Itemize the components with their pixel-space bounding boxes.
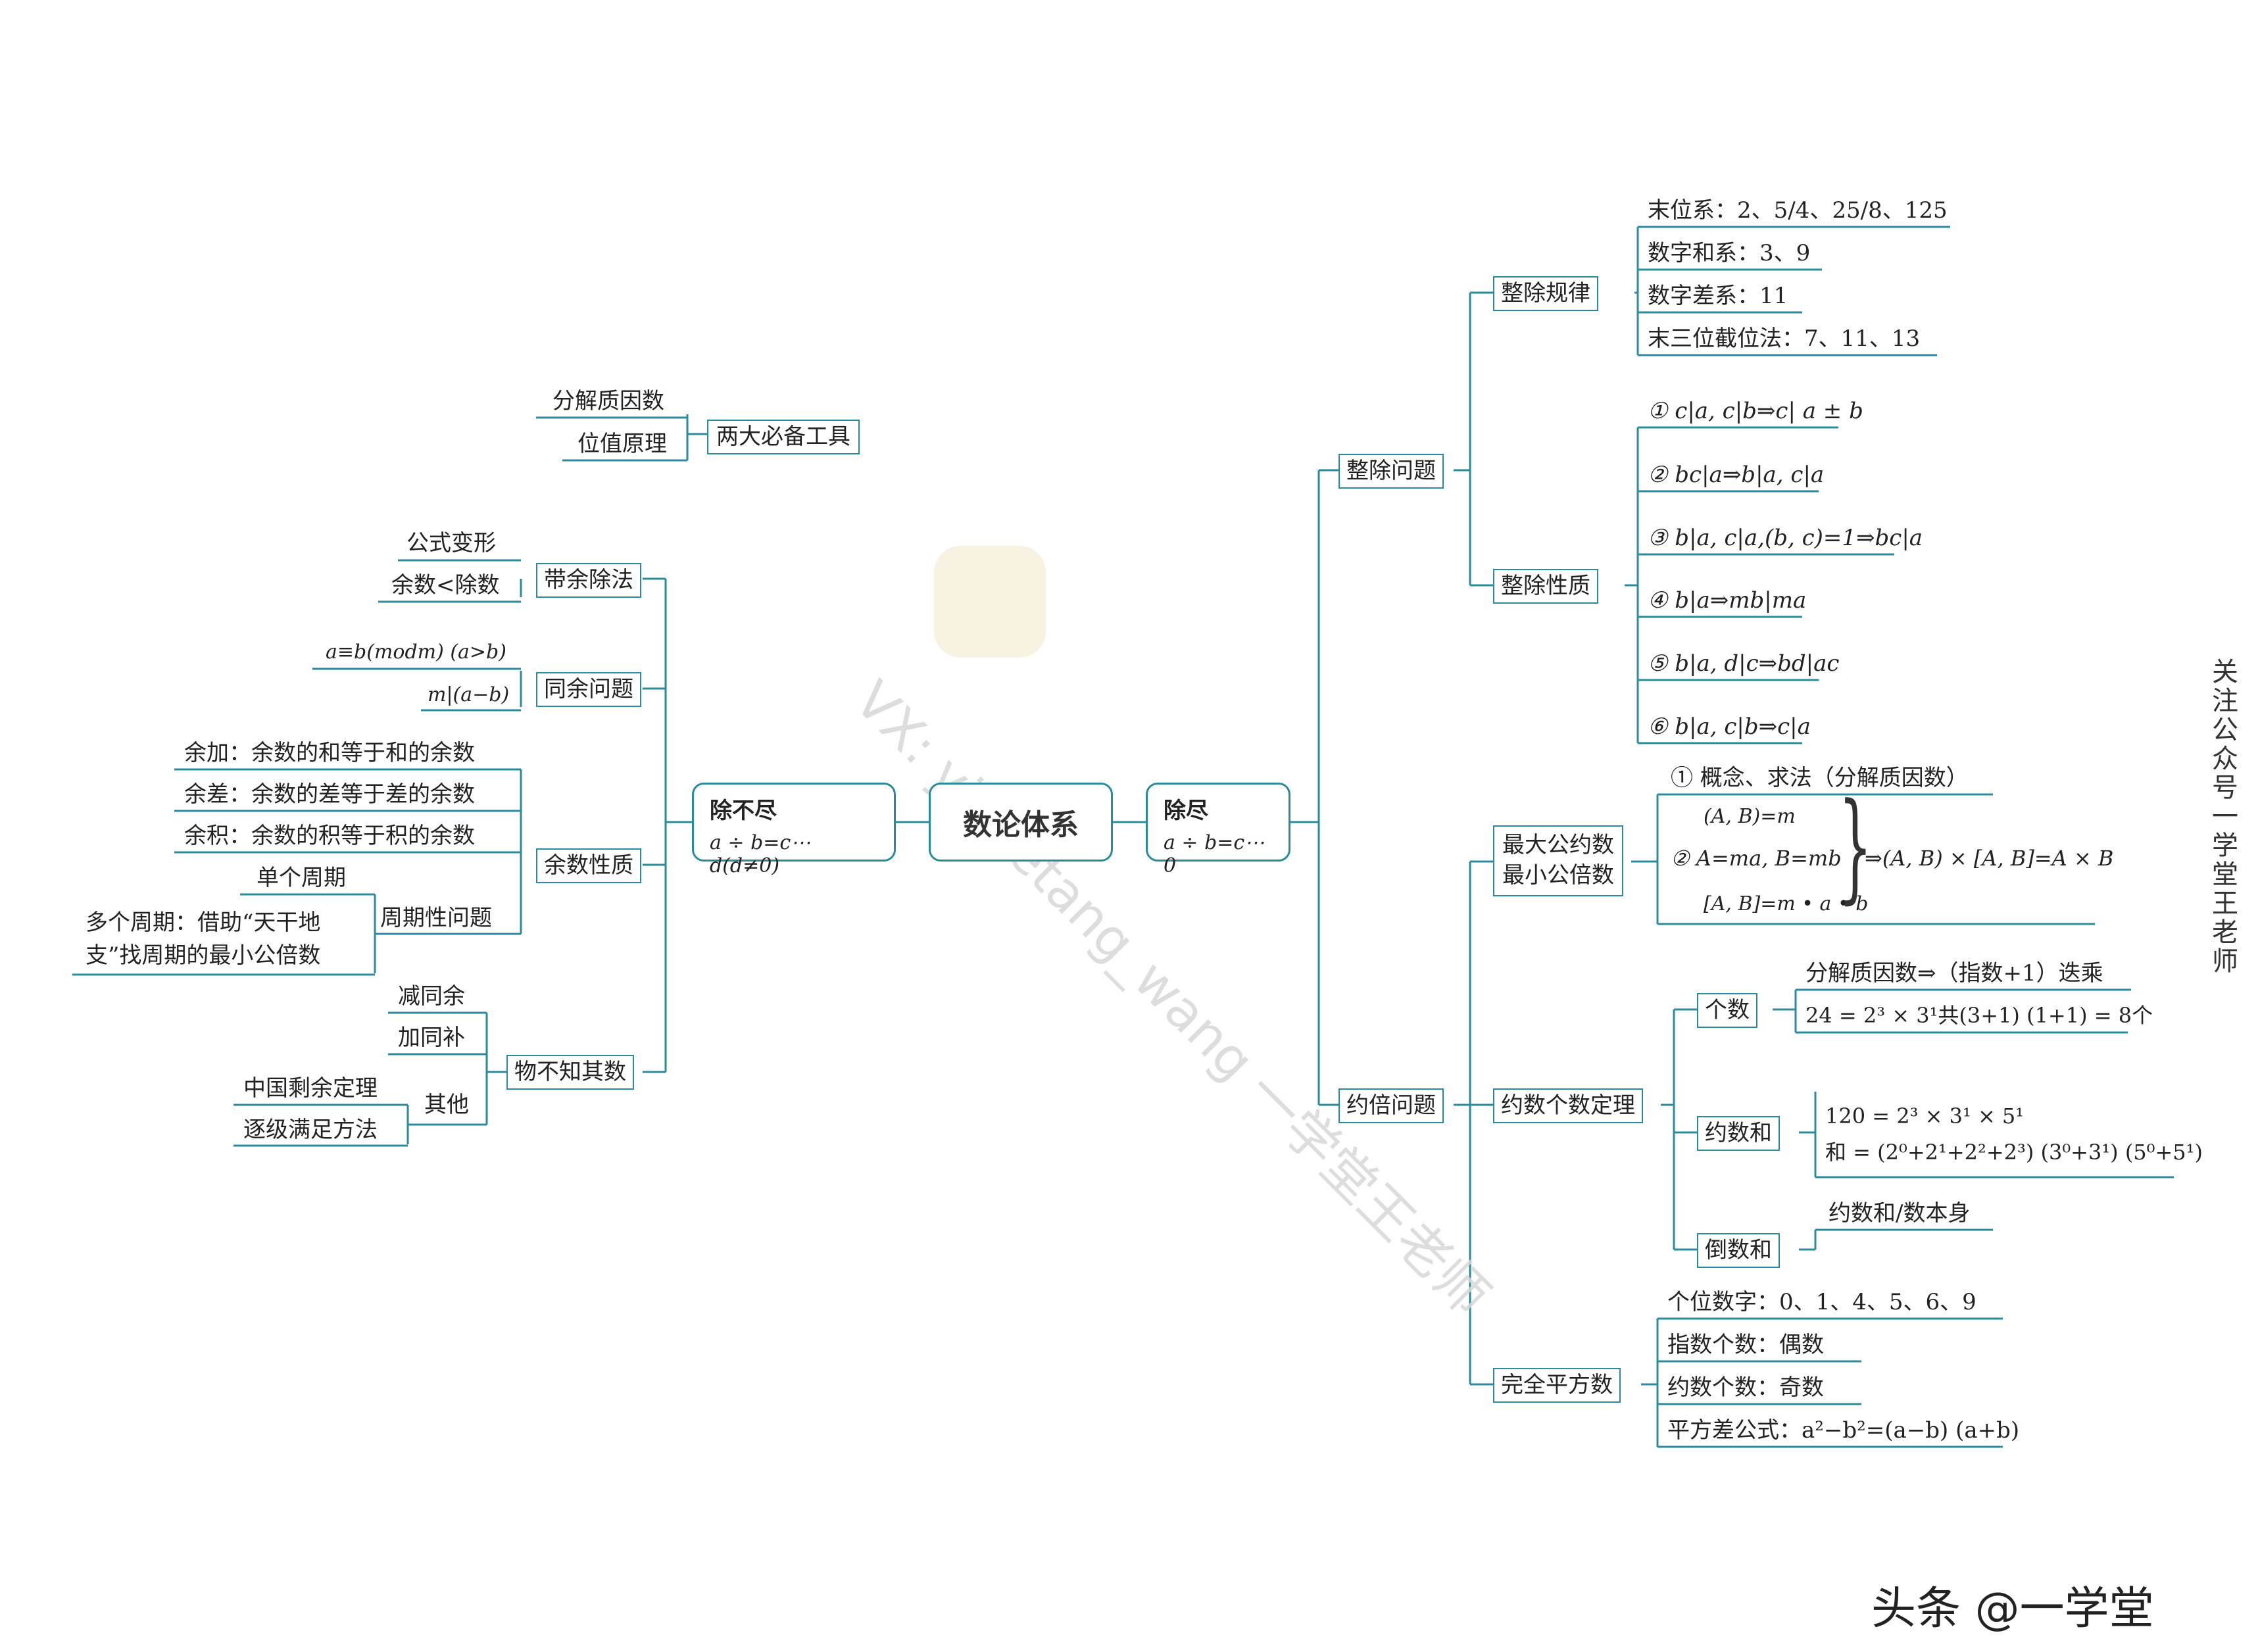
yu-shu-item-mul: 余积：余数的积等于积的余数	[184, 823, 475, 849]
node-tools[interactable]: 两大必备工具	[707, 420, 860, 455]
footer-credit: 头条 @一学堂	[1871, 1583, 2154, 1635]
node-factors-multiples[interactable]: 约倍问题	[1338, 1088, 1444, 1124]
periodic-multi-line2: 支”找周期的最小公倍数	[86, 942, 321, 969]
property-4: ④ b|a⇒mb|ma	[1648, 587, 1807, 614]
tool-item-factor: 分解质因数	[552, 388, 664, 414]
node-divisor-sum[interactable]: 约数和	[1697, 1116, 1780, 1152]
property-2: ② bc|a⇒b|a, c|a	[1648, 462, 1825, 488]
rule-digit-sum: 数字和系：3、9	[1648, 240, 1811, 266]
side-note: 关注公众号一学堂王老师	[2207, 658, 2238, 976]
node-gcd-lcm[interactable]: 最大公约数 最小公倍数	[1493, 825, 1623, 896]
square-item-4: 平方差公式：a²−b²=(a−b) (a+b)	[1667, 1417, 2020, 1444]
gcd-formula-2: ② A=ma, B=mb	[1671, 846, 1842, 871]
node-count[interactable]: 个数	[1697, 993, 1757, 1029]
node-perfect-square[interactable]: 完全平方数	[1493, 1368, 1621, 1403]
node-divisible[interactable]: 除尽 a ÷ b=c⋯0	[1146, 783, 1290, 877]
dai-yu-item-2: 余数<除数	[391, 572, 500, 598]
node-reciprocal-sum[interactable]: 倒数和	[1697, 1233, 1780, 1269]
sum-item-2: 和 = (2⁰+2¹+2²+2³) (3⁰+3¹) (5⁰+5¹)	[1825, 1140, 2203, 1165]
square-item-1: 个位数字：0、1、4、5、6、9	[1667, 1289, 1976, 1315]
node-divisibility-properties[interactable]: 整除性质	[1493, 569, 1598, 604]
gcd-lcm-result: ⇒(A, B) × [A, B]=A × B	[1865, 846, 2114, 871]
right-brace-icon: }	[1838, 778, 1873, 915]
watermark-logo-icon	[934, 546, 1046, 658]
node-divisibility[interactable]: 整除问题	[1338, 454, 1444, 489]
center-node[interactable]: 数论体系	[929, 783, 1113, 862]
reciprocal-item-1: 约数和/数本身	[1828, 1200, 1971, 1227]
center-label: 数论体系	[963, 808, 1079, 842]
node-congruence[interactable]: 同余问题	[536, 672, 641, 708]
periodic-single: 单个周期	[257, 865, 346, 891]
wu-item-2: 加同补	[398, 1025, 465, 1051]
count-item-1: 分解质因数⇒（指数+1）迭乘	[1805, 960, 2103, 986]
node-divisibility-rules[interactable]: 整除规律	[1493, 276, 1598, 312]
square-item-2: 指数个数：偶数	[1667, 1332, 1824, 1358]
square-item-3: 约数个数：奇数	[1667, 1374, 1824, 1401]
node-divisor-count-theorem[interactable]: 约数个数定理	[1493, 1088, 1643, 1124]
yu-shu-item-add: 余加：余数的和等于和的余数	[184, 740, 475, 766]
sum-item-1: 120 = 2³ × 3¹ × 5¹	[1825, 1104, 2025, 1129]
rule-digit-diff: 数字差系：11	[1648, 283, 1788, 309]
node-chinese-remainder[interactable]: 物不知其数	[506, 1055, 634, 1090]
property-6: ⑥ b|a, c|b⇒c|a	[1648, 714, 1811, 740]
rule-last-digit: 末位系：2、5/4、25/8、125	[1648, 197, 1948, 224]
other-item-2: 逐级满足方法	[243, 1117, 378, 1143]
node-not-divisible[interactable]: 除不尽 a ÷ b=c⋯d(d≠0)	[692, 783, 896, 877]
divisible-formula: a ÷ b=c⋯0	[1164, 831, 1265, 877]
property-5: ⑤ b|a, d|c⇒bd|ac	[1648, 650, 1840, 677]
node-remainder-properties[interactable]: 余数性质	[536, 848, 641, 884]
rule-last-three: 末三位截位法：7、11、13	[1648, 326, 1921, 352]
node-division-with-remainder[interactable]: 带余除法	[536, 563, 641, 598]
property-1: ① c|a, c|b⇒c| a ± b	[1648, 398, 1863, 424]
not-divisible-title: 除不尽	[710, 798, 777, 824]
wu-item-1: 减同余	[398, 983, 465, 1009]
tong-yu-item-2: m|(a−b)	[428, 683, 510, 706]
lcm-label: 最小公倍数	[1502, 862, 1614, 888]
other-label: 其他	[424, 1092, 469, 1118]
divisible-title: 除尽	[1164, 798, 1208, 824]
gcd-item-concept: ① 概念、求法（分解质因数）	[1671, 765, 1969, 791]
other-item-1: 中国剩余定理	[243, 1075, 378, 1102]
tong-yu-item-1: a≡b(modm) (a>b)	[326, 641, 506, 664]
gcd-formula-3: [A, B]=m • a • b	[1704, 892, 1869, 915]
periodic-label: 周期性问题	[380, 905, 492, 931]
gcd-label: 最大公约数	[1502, 832, 1614, 858]
periodic-multi-line1: 多个周期：借助“天干地	[86, 910, 321, 936]
dai-yu-item-1: 公式变形	[406, 530, 496, 556]
not-divisible-formula: a ÷ b=c⋯d(d≠0)	[710, 831, 811, 877]
tool-item-place-value: 位值原理	[577, 431, 667, 457]
yu-shu-item-sub: 余差：余数的差等于差的余数	[184, 781, 475, 808]
property-3: ③ b|a, c|a,(b, c)=1⇒bc|a	[1648, 525, 1923, 551]
count-item-2: 24 = 2³ × 3¹共(3+1) (1+1) = 8个	[1805, 1003, 2153, 1028]
gcd-formula-1: (A, B)=m	[1704, 805, 1796, 828]
